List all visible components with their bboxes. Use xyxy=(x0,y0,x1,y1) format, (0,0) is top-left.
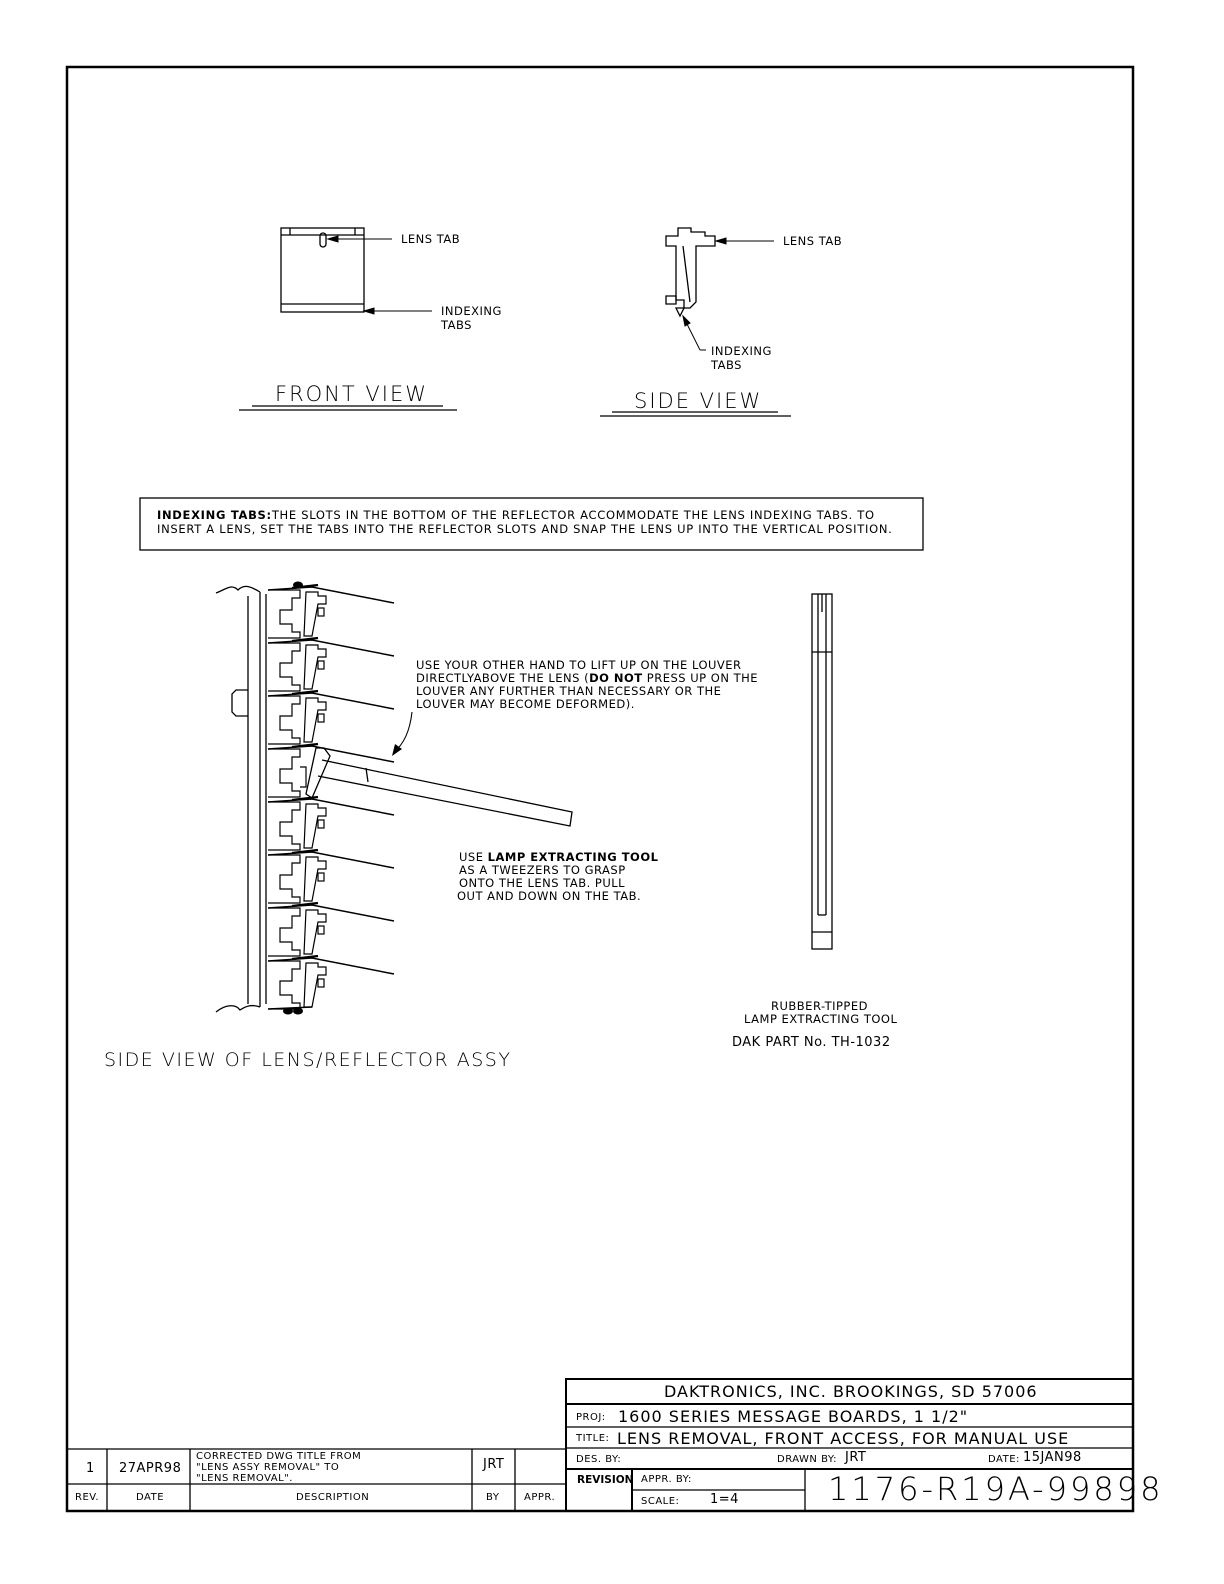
reflector-cell xyxy=(267,848,395,904)
front-view-leaders xyxy=(326,235,432,315)
note-heading: INDEXING TABS: xyxy=(157,508,272,522)
appr-by-label: APPR. BY: xyxy=(641,1474,692,1485)
reflector-cell xyxy=(267,583,395,639)
rev-header-by: BY xyxy=(486,1492,500,1503)
tool-note-line-2: AS A TWEEZERS TO GRASP xyxy=(459,863,626,877)
reflector-cell xyxy=(267,795,395,851)
rev-header-date: DATE xyxy=(136,1492,165,1503)
tool-label-line-2: LAMP EXTRACTING TOOL xyxy=(744,1012,898,1026)
reflector-cell xyxy=(267,689,395,745)
revision-label: REVISION xyxy=(577,1474,634,1486)
extracted-lens xyxy=(305,747,573,827)
side-view-leaders xyxy=(682,237,774,351)
tool-note-use: USE xyxy=(459,850,488,864)
sheet-border xyxy=(65,65,1135,1513)
extracting-tool xyxy=(811,593,833,950)
assembly-panel xyxy=(215,585,267,1013)
scale-label: SCALE: xyxy=(641,1496,680,1507)
company-name: DAKTRONICS, INC. BROOKINGS, SD 57006 xyxy=(664,1382,1038,1401)
revision-block-lines xyxy=(67,1448,566,1511)
drawing-date: 15JAN98 xyxy=(1023,1450,1082,1465)
title-block-lines xyxy=(565,1378,1134,1512)
louver-note-line-2a: DIRECTLYABOVE THE LENS ( xyxy=(416,671,590,685)
drawn-by: JRT xyxy=(845,1450,867,1465)
note-box-frame xyxy=(139,497,924,551)
louver-note-line-1: USE YOUR OTHER HAND TO LIFT UP ON THE LO… xyxy=(416,658,742,672)
rev-by: JRT xyxy=(483,1457,505,1472)
drawn-by-label: DRAWN BY: xyxy=(777,1454,838,1465)
tool-note-line-1: USE LAMP EXTRACTING TOOL xyxy=(459,850,659,865)
front-view-title-rule xyxy=(239,405,457,411)
note-line-2: INSERT A LENS, SET THE TABS INTO THE REF… xyxy=(157,522,893,536)
louver-note-line-2: DIRECTLYABOVE THE LENS (DO NOT PRESS UP … xyxy=(416,671,759,686)
date-label: DATE: xyxy=(988,1454,1020,1465)
rev-description: CORRECTED DWG TITLE FROM "LENS ASSY REMO… xyxy=(196,1451,362,1484)
tool-note-tool-name: LAMP EXTRACTING TOOL xyxy=(487,850,659,864)
tool-note-line-3: ONTO THE LENS TAB. PULL xyxy=(459,876,626,890)
side-view-lens-tab-label: LENS TAB xyxy=(783,234,843,248)
scale-value: 1=4 xyxy=(710,1492,739,1507)
front-view-indexing-tabs-label: INDEXING TABS xyxy=(441,304,502,332)
tool-note-line-4: OUT AND DOWN ON THE TAB. xyxy=(457,889,642,903)
tool-part-number: DAK PART No. TH-1032 xyxy=(732,1035,891,1050)
rev-header-appr: APPR. xyxy=(524,1492,556,1503)
front-view-title: FRONT VIEW xyxy=(275,382,429,406)
reflector-cell xyxy=(267,901,395,957)
drawing-number: 1176-R19A-99898 xyxy=(828,1470,1164,1508)
tool-label-line-1: RUBBER-TIPPED xyxy=(771,999,868,1013)
note-line-1-text: THE SLOTS IN THE BOTTOM OF THE REFLECTOR… xyxy=(271,508,875,522)
front-view-lens-tab-label: LENS TAB xyxy=(401,232,461,246)
reflector-cell xyxy=(267,954,395,1010)
title-label: TITLE: xyxy=(576,1433,610,1444)
project-name: 1600 SERIES MESSAGE BOARDS, 1 1/2" xyxy=(618,1407,969,1426)
proj-label: PROJ: xyxy=(576,1412,606,1423)
side-view-indexing-tabs-label: INDEXING TABS xyxy=(711,344,772,372)
louver-note-line-2c: PRESS UP ON THE xyxy=(642,671,759,685)
side-view-lens xyxy=(665,227,716,318)
drawing-title: LENS REMOVAL, FRONT ACCESS, FOR MANUAL U… xyxy=(617,1429,1070,1448)
side-view-title: SIDE VIEW xyxy=(634,389,763,413)
rev-header-rev: REV. xyxy=(75,1492,99,1503)
note-line-1: INDEXING TABS:THE SLOTS IN THE BOTTOM OF… xyxy=(157,508,875,523)
assembly-title: SIDE VIEW OF LENS/REFLECTOR ASSY xyxy=(104,1049,512,1071)
louver-note-do-not: DO NOT xyxy=(589,671,643,685)
louver-note-line-3: LOUVER ANY FURTHER THAN NECESSARY OR THE xyxy=(416,684,722,698)
rev-number: 1 xyxy=(86,1461,95,1476)
reflector-cell xyxy=(267,742,395,798)
bottom-louver xyxy=(267,1006,313,1010)
front-view-lens xyxy=(280,227,365,313)
des-by-label: DES. BY: xyxy=(576,1454,622,1465)
reflector-cell xyxy=(267,636,395,692)
rev-date: 27APR98 xyxy=(119,1461,182,1476)
rev-header-description: DESCRIPTION xyxy=(296,1492,370,1503)
assembly-cells xyxy=(267,583,395,1010)
louver-note-line-4: LOUVER MAY BECOME DEFORMED). xyxy=(416,697,635,711)
side-view-title-rule xyxy=(600,411,791,417)
